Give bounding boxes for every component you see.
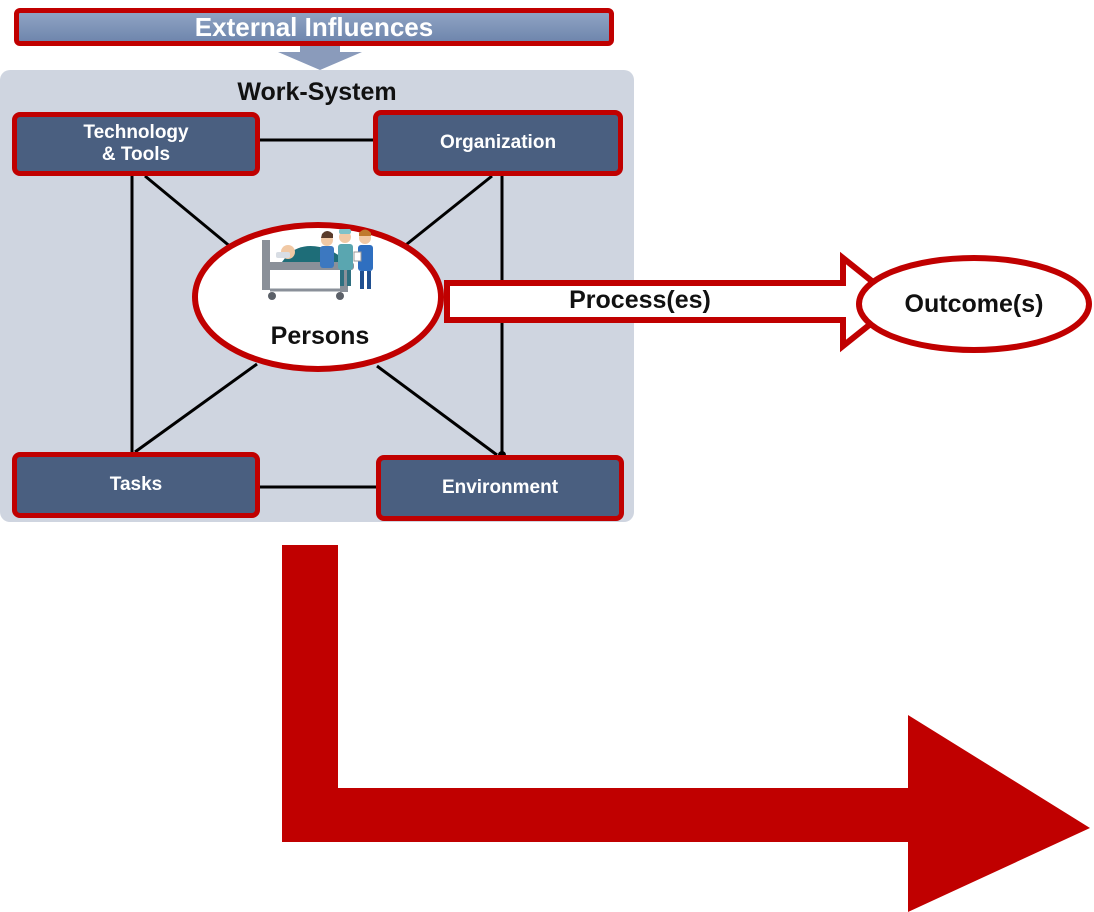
process-label-prefix: Process xyxy=(569,286,667,314)
tasks-box: Tasks xyxy=(12,452,260,518)
outcome-label: Outcome(s) xyxy=(904,289,1044,318)
outcome-label-wrap: Outcome(s) xyxy=(858,258,1090,350)
outcome-ellipse xyxy=(856,255,1092,353)
connector-tech-persons xyxy=(144,174,233,250)
persons-ellipse xyxy=(192,222,444,372)
external-influences-box: External Influences xyxy=(14,8,614,46)
environment-label: Environment xyxy=(441,477,559,499)
external-influences-label: External Influences xyxy=(194,11,434,42)
process-label-suffix: (es) xyxy=(666,286,711,314)
organization-label: Organization xyxy=(439,132,557,154)
tasks-label: Tasks xyxy=(109,474,163,496)
connector-env-persons xyxy=(376,364,498,457)
work-system-title: Work-System xyxy=(237,78,397,106)
technology-label-line1: Technology xyxy=(83,122,189,144)
technology-tools-box: Technology & Tools xyxy=(12,112,260,176)
environment-box: Environment xyxy=(376,455,624,521)
organization-box: Organization xyxy=(373,110,623,176)
large-red-arrow xyxy=(282,545,1090,912)
connector-tasks-persons xyxy=(134,362,258,454)
technology-label-line2: & Tools xyxy=(101,144,171,165)
connector-org-persons xyxy=(401,174,493,250)
external-influences-arrow xyxy=(278,46,362,70)
persons-label: Persons xyxy=(270,322,370,350)
process-label: Process(es) xyxy=(540,286,740,315)
patient-and-clinicians-icon xyxy=(262,229,373,300)
